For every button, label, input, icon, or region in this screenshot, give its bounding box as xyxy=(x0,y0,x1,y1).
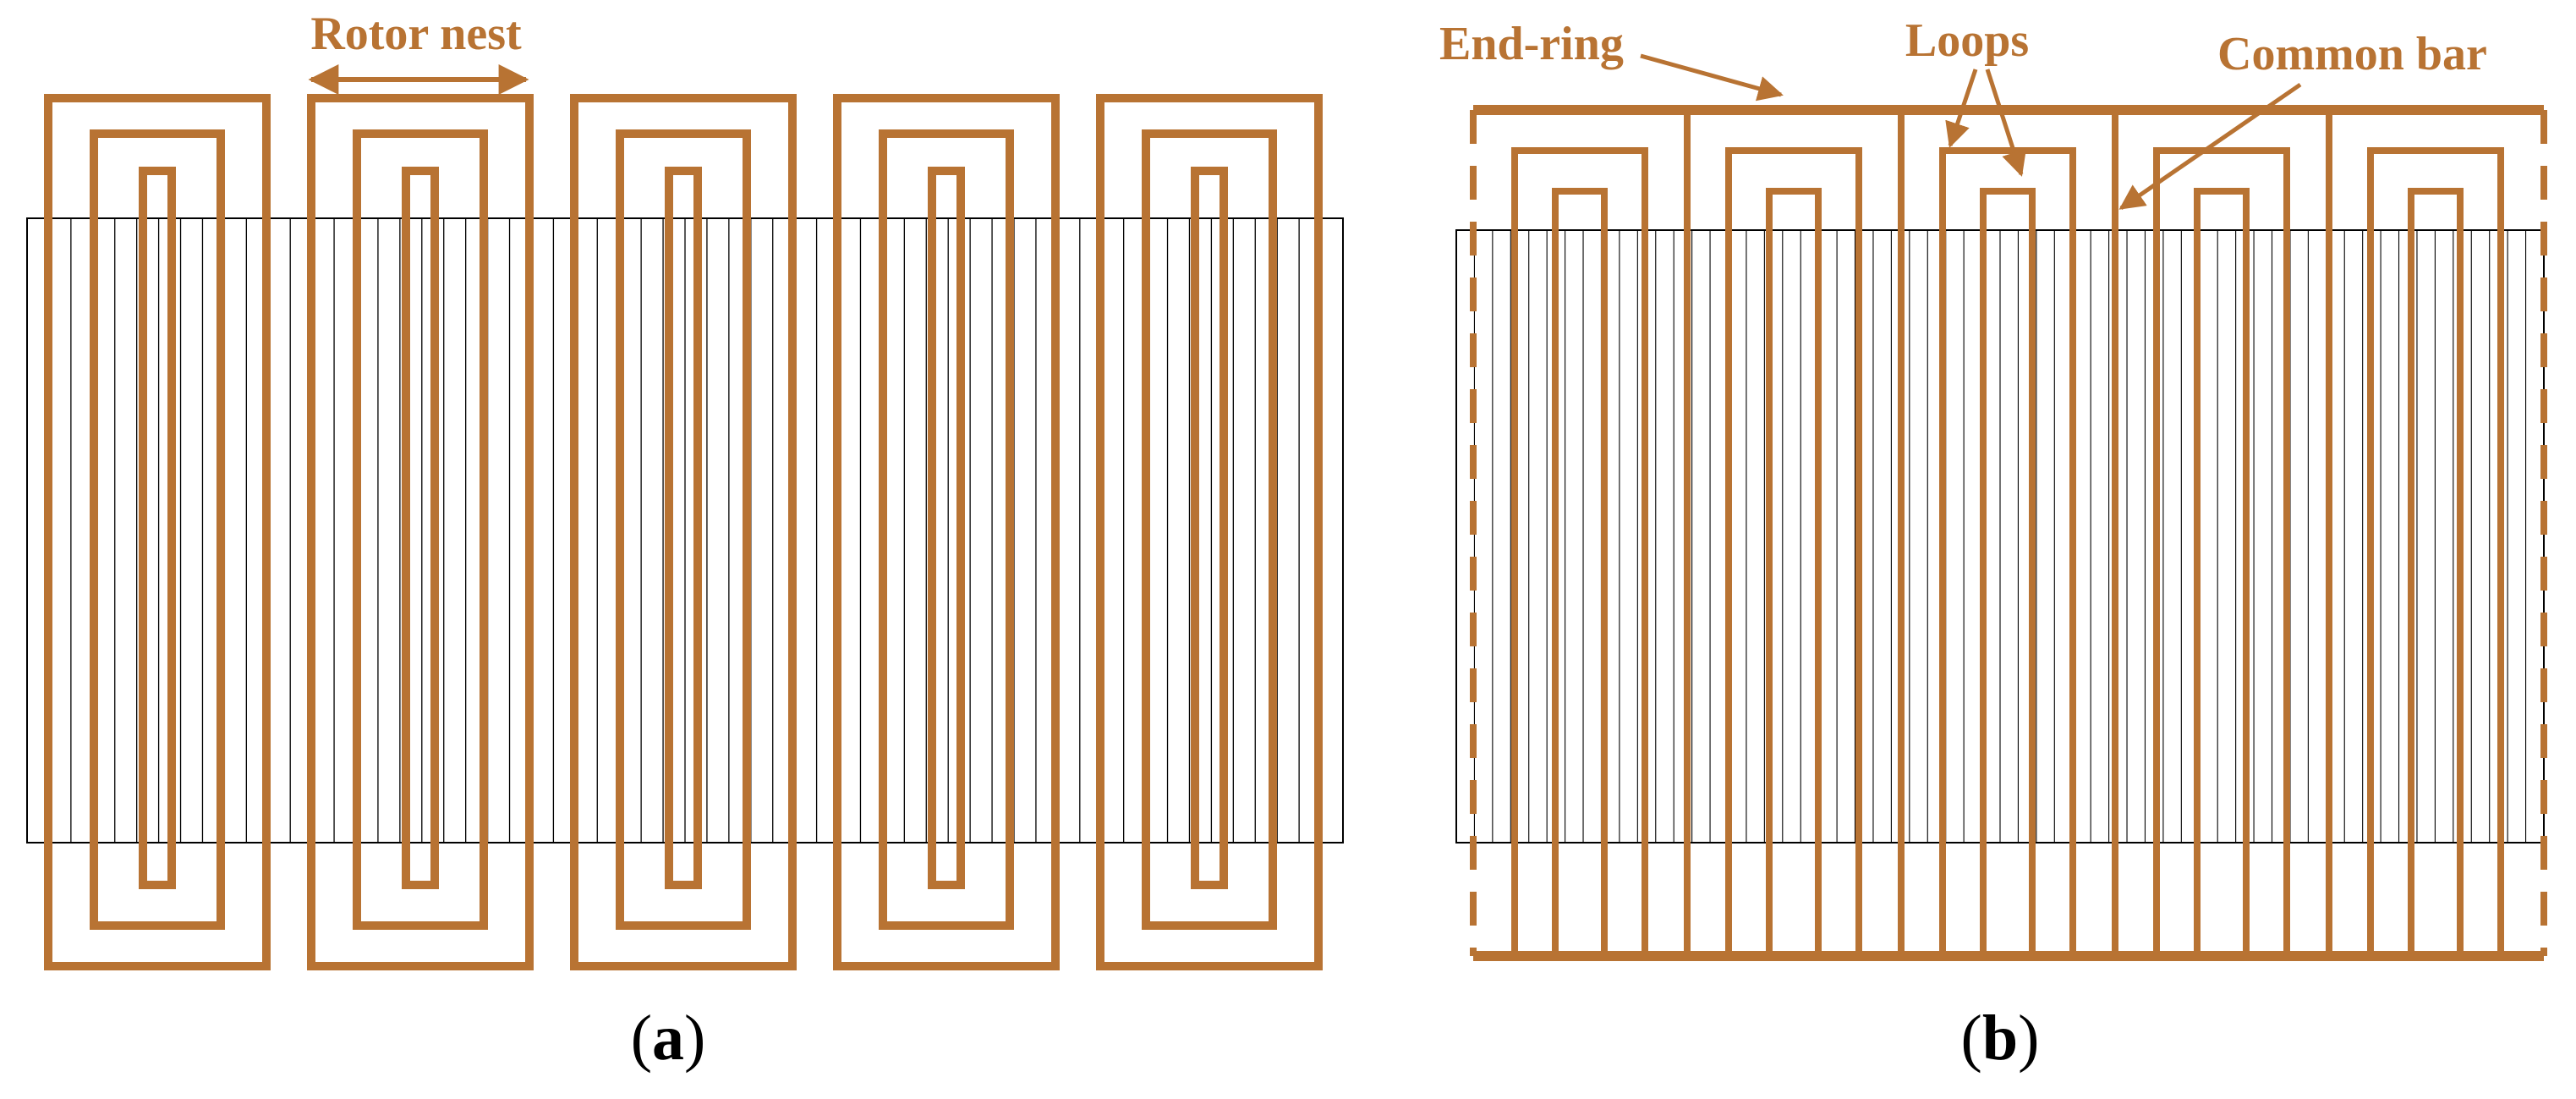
rotor-loop xyxy=(879,129,1014,930)
outer-loop xyxy=(2367,147,2504,956)
panel-b-stator-slots xyxy=(1455,229,2545,843)
outer-loop xyxy=(1511,147,1648,956)
inner-loop xyxy=(2194,188,2250,956)
inner-loop xyxy=(1552,188,1608,956)
panel-a-nested-loop-rotor: Rotor nest (a) xyxy=(26,8,1344,1074)
panel-b-rotor-winding xyxy=(1470,105,2547,961)
rotor-loop xyxy=(1191,167,1228,889)
inner-loop xyxy=(1766,188,1822,956)
rotor-nest-label: Rotor nest xyxy=(310,8,522,60)
pole-loop-group xyxy=(1939,147,2076,956)
pole-loop-group xyxy=(2367,147,2504,956)
loops-label: Loops xyxy=(1905,14,2029,67)
panel-a-annotations: Rotor nest xyxy=(308,8,529,95)
rotor-loop xyxy=(90,129,225,930)
rotor-loop xyxy=(665,167,702,889)
end-ring-arrow xyxy=(1640,53,1784,102)
rotor-nest xyxy=(44,94,271,970)
common-bar-label: Common bar xyxy=(2217,28,2487,80)
outer-loop xyxy=(1939,147,2076,956)
panel-a-rotor-nests xyxy=(44,94,1323,970)
rotor-nest xyxy=(833,94,1060,970)
rotor-loop xyxy=(1096,94,1323,970)
rotor-loop xyxy=(353,129,488,930)
rotor-loop xyxy=(928,167,965,889)
outer-loop xyxy=(1725,147,1862,956)
rotor-loop xyxy=(139,167,176,889)
rotor-nest xyxy=(570,94,797,970)
pole-loop-group xyxy=(1511,147,1648,956)
loops-arrow-outer xyxy=(1945,69,1978,148)
pole-loop-group xyxy=(2153,147,2290,956)
panel-b-annotations: End-ring Loops Common bar xyxy=(1439,14,2487,211)
rotor-loop xyxy=(616,129,751,930)
rotor-loop xyxy=(833,94,1060,970)
rotor-loop xyxy=(307,94,534,970)
common-bar-arrow xyxy=(2118,82,2302,211)
end-ring-label: End-ring xyxy=(1439,18,1624,70)
rotor-loop xyxy=(570,94,797,970)
outer-loop xyxy=(2153,147,2290,956)
rotor-nest xyxy=(307,94,534,970)
rotor-loop xyxy=(402,167,439,889)
inner-loop xyxy=(2408,188,2464,956)
rotor-nest xyxy=(1096,94,1323,970)
panel-a-caption: (a) xyxy=(631,1003,706,1074)
rotor-loop xyxy=(44,94,271,970)
rotor-loop xyxy=(1142,129,1277,930)
pole-loop-group xyxy=(1725,147,1862,956)
panel-b-common-bar-rotor: End-ring Loops Common bar (b) xyxy=(1439,14,2547,1074)
panel-b-caption: (b) xyxy=(1961,1003,2040,1074)
inner-loop xyxy=(1980,188,2036,956)
loops-arrow-inner xyxy=(1985,69,2026,177)
